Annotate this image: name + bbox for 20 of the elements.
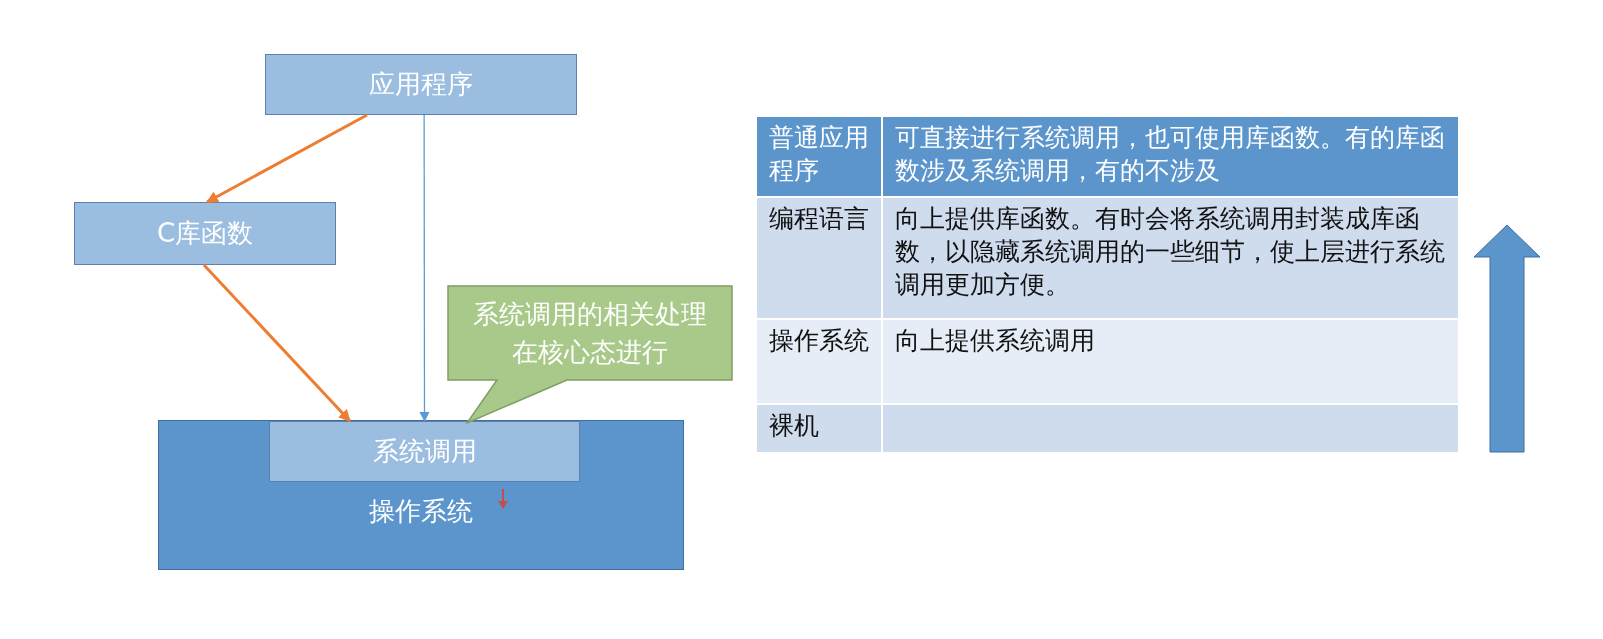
arrow xyxy=(419,114,430,423)
node-label: 操作系统 xyxy=(369,495,473,528)
table-cell: 向上提供系统调用 xyxy=(882,319,1459,404)
table-cell: 操作系统 xyxy=(756,319,882,404)
process-box xyxy=(74,202,336,265)
process-box xyxy=(269,421,580,482)
callout-bubble xyxy=(447,285,733,424)
process-box xyxy=(265,54,577,115)
table-cell: 裸机 xyxy=(756,404,882,453)
arrow xyxy=(206,113,368,204)
node-label: C库函数 xyxy=(156,217,254,250)
callout-text: 系统调用的相关处理在核心态进行 xyxy=(472,298,708,369)
table-cell: 向上提供库函数。有时会将系统调用封装成库函数，以隐藏系统调用的一些细节，使上层进行系统调用更加方便。 xyxy=(882,197,1459,319)
arrow xyxy=(202,263,351,423)
node-label: 系统调用 xyxy=(372,435,477,468)
header-cell: 普通应用程序 xyxy=(756,116,882,197)
process-box xyxy=(158,420,684,570)
table-cell: 编程语言 xyxy=(756,197,882,319)
node-label: 应用程序 xyxy=(369,68,473,101)
header-cell: 可直接进行系统调用，也可使用库函数。有的库函数涉及系统调用，有的不涉及 xyxy=(882,116,1459,197)
